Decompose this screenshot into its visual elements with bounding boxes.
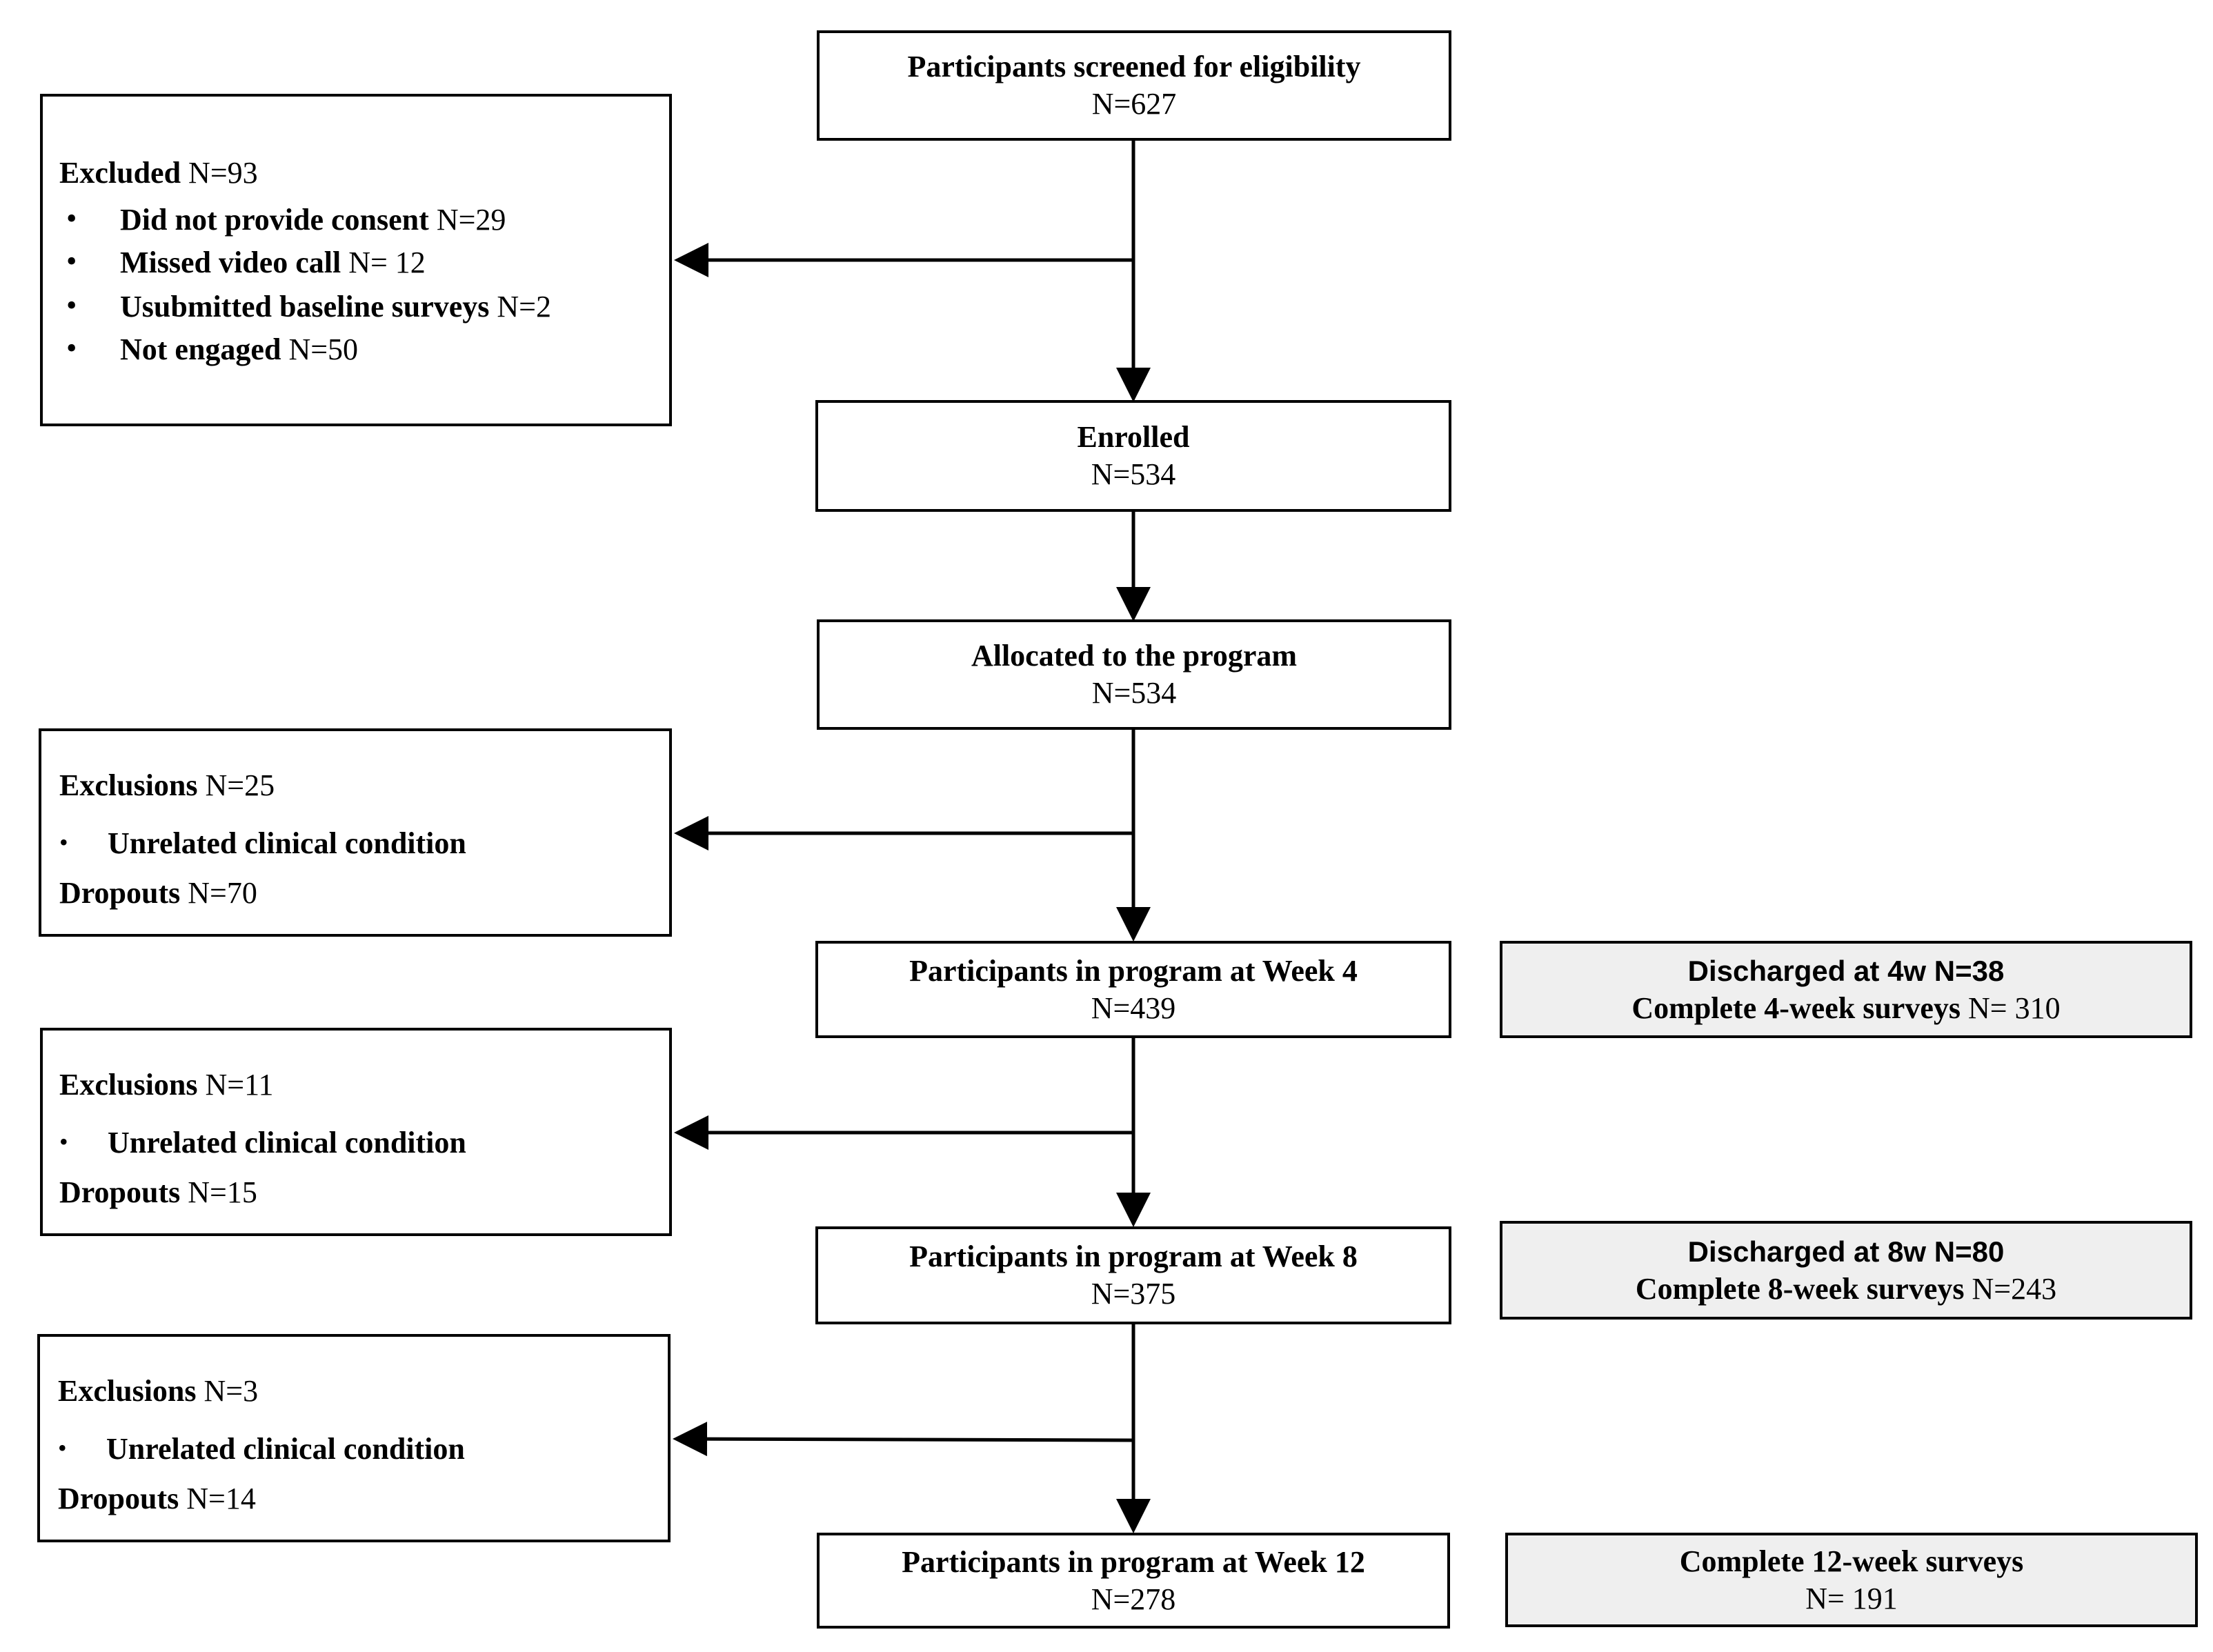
week4-label: Participants in program at Week 4 [909, 953, 1358, 988]
exclusion-reason: Unrelated clinical condition [108, 826, 466, 860]
week4-discharged: Discharged at 4w N=38 [1687, 954, 2005, 987]
week8-box: Participants in program at Week 8 N=375 [815, 1226, 1451, 1324]
dropouts-count: N=14 [186, 1482, 256, 1515]
exclusions-count: N=3 [204, 1374, 259, 1408]
week8-surveys-line: Complete 8-week surveys N=243 [1636, 1271, 2056, 1308]
week8-surveys-count: N=243 [1972, 1271, 2057, 1306]
week4-outcome-box: Discharged at 4w N=38 Complete 4-week su… [1500, 941, 2192, 1038]
bullet-icon: • [66, 201, 77, 235]
bullet-icon: • [59, 828, 68, 856]
losses-box: Exclusions N=11 • Unrelated clinical con… [40, 1028, 672, 1236]
exclusions-label: Exclusions [59, 768, 198, 802]
dropouts-line: Dropouts N=70 [59, 875, 257, 912]
enrolled-count: N=534 [1091, 457, 1176, 491]
bullet-icon: • [66, 244, 77, 278]
exclusion-reason: Unrelated clinical condition [106, 1432, 465, 1466]
excluded-item: Missed video call N= 12 [120, 244, 426, 281]
exclusions-line: Exclusions N=25 [59, 767, 275, 804]
week12-label: Participants in program at Week 12 [902, 1544, 1365, 1579]
bullet-icon: • [66, 288, 77, 322]
excluded-item-label: Not engaged [120, 332, 281, 366]
exclusions-label: Exclusions [59, 1068, 198, 1102]
bullet-icon: • [66, 331, 77, 365]
dropouts-count: N=70 [188, 876, 257, 910]
losses-box: Exclusions N=3 • Unrelated clinical cond… [37, 1334, 671, 1542]
week12-surveys-count: N= 191 [1805, 1581, 1898, 1615]
week8-surveys-label: Complete 8-week surveys [1635, 1271, 1965, 1306]
arrow-to-losses-3 [673, 1422, 1134, 1457]
exclusions-line: Exclusions N=3 [58, 1373, 258, 1410]
week8-label: Participants in program at Week 8 [909, 1240, 1358, 1273]
allocated-box: Allocated to the program N=534 [817, 619, 1451, 730]
excluded-heading: Excluded N=93 [59, 155, 258, 192]
enrolled-label: Enrolled [1077, 420, 1190, 454]
excluded-count: N=93 [188, 156, 258, 190]
dropouts-line: Dropouts N=15 [59, 1174, 257, 1211]
week8-discharged: Discharged at 8w N=80 [1687, 1235, 2005, 1268]
excluded-item-count: N=29 [436, 203, 506, 237]
screened-label: Participants screened for eligibility [907, 50, 1361, 83]
exclusions-label: Exclusions [58, 1374, 197, 1408]
exclusion-reason: Unrelated clinical condition [108, 1126, 466, 1160]
excluded-item-label: Missed video call [120, 246, 341, 279]
excluded-item-count: N=2 [497, 290, 551, 324]
excluded-item: Not engaged N=50 [120, 331, 358, 368]
excluded-box: Excluded N=93 • Did not provide consent … [40, 94, 672, 426]
screened-count: N=627 [1091, 87, 1177, 121]
dropouts-label: Dropouts [59, 1175, 181, 1209]
excluded-item-label: Usubmitted baseline surveys [120, 290, 490, 324]
week12-surveys-label: Complete 12-week surveys [1679, 1544, 2024, 1578]
exclusions-count: N=25 [205, 768, 275, 802]
week8-count: N=375 [1091, 1277, 1176, 1311]
excluded-item-count: N= 12 [348, 246, 426, 279]
week8-outcome-box: Discharged at 8w N=80 Complete 8-week su… [1500, 1221, 2192, 1320]
week12-count: N=278 [1091, 1582, 1176, 1616]
excluded-item-label: Did not provide consent [120, 203, 429, 237]
week12-box: Participants in program at Week 12 N=278 [817, 1533, 1450, 1629]
bullet-icon: • [59, 1128, 68, 1155]
week4-surveys-label: Complete 4-week surveys [1631, 991, 1961, 1025]
week4-box: Participants in program at Week 4 N=439 [815, 941, 1451, 1038]
excluded-label: Excluded [59, 156, 181, 190]
losses-box: Exclusions N=25 • Unrelated clinical con… [39, 728, 672, 937]
dropouts-line: Dropouts N=14 [58, 1480, 256, 1517]
excluded-item: Usubmitted baseline surveys N=2 [120, 288, 551, 326]
allocated-label: Allocated to the program [971, 639, 1298, 673]
week12-outcome-box: Complete 12-week surveys N= 191 [1505, 1533, 2198, 1627]
dropouts-label: Dropouts [58, 1482, 179, 1515]
bullet-icon: • [58, 1434, 67, 1462]
screened-box: Participants screened for eligibility N=… [817, 30, 1451, 141]
week4-count: N=439 [1091, 991, 1176, 1025]
dropouts-label: Dropouts [59, 876, 181, 910]
exclusions-count: N=11 [205, 1068, 274, 1102]
excluded-item: Did not provide consent N=29 [120, 201, 506, 239]
enrolled-box: Enrolled N=534 [815, 400, 1451, 512]
dropouts-count: N=15 [188, 1175, 257, 1209]
exclusions-line: Exclusions N=11 [59, 1066, 273, 1104]
allocated-count: N=534 [1091, 676, 1177, 710]
excluded-item-count: N=50 [288, 332, 359, 366]
week4-surveys-line: Complete 4-week surveys N= 310 [1631, 990, 2060, 1027]
week4-surveys-count: N= 310 [1967, 991, 2061, 1025]
